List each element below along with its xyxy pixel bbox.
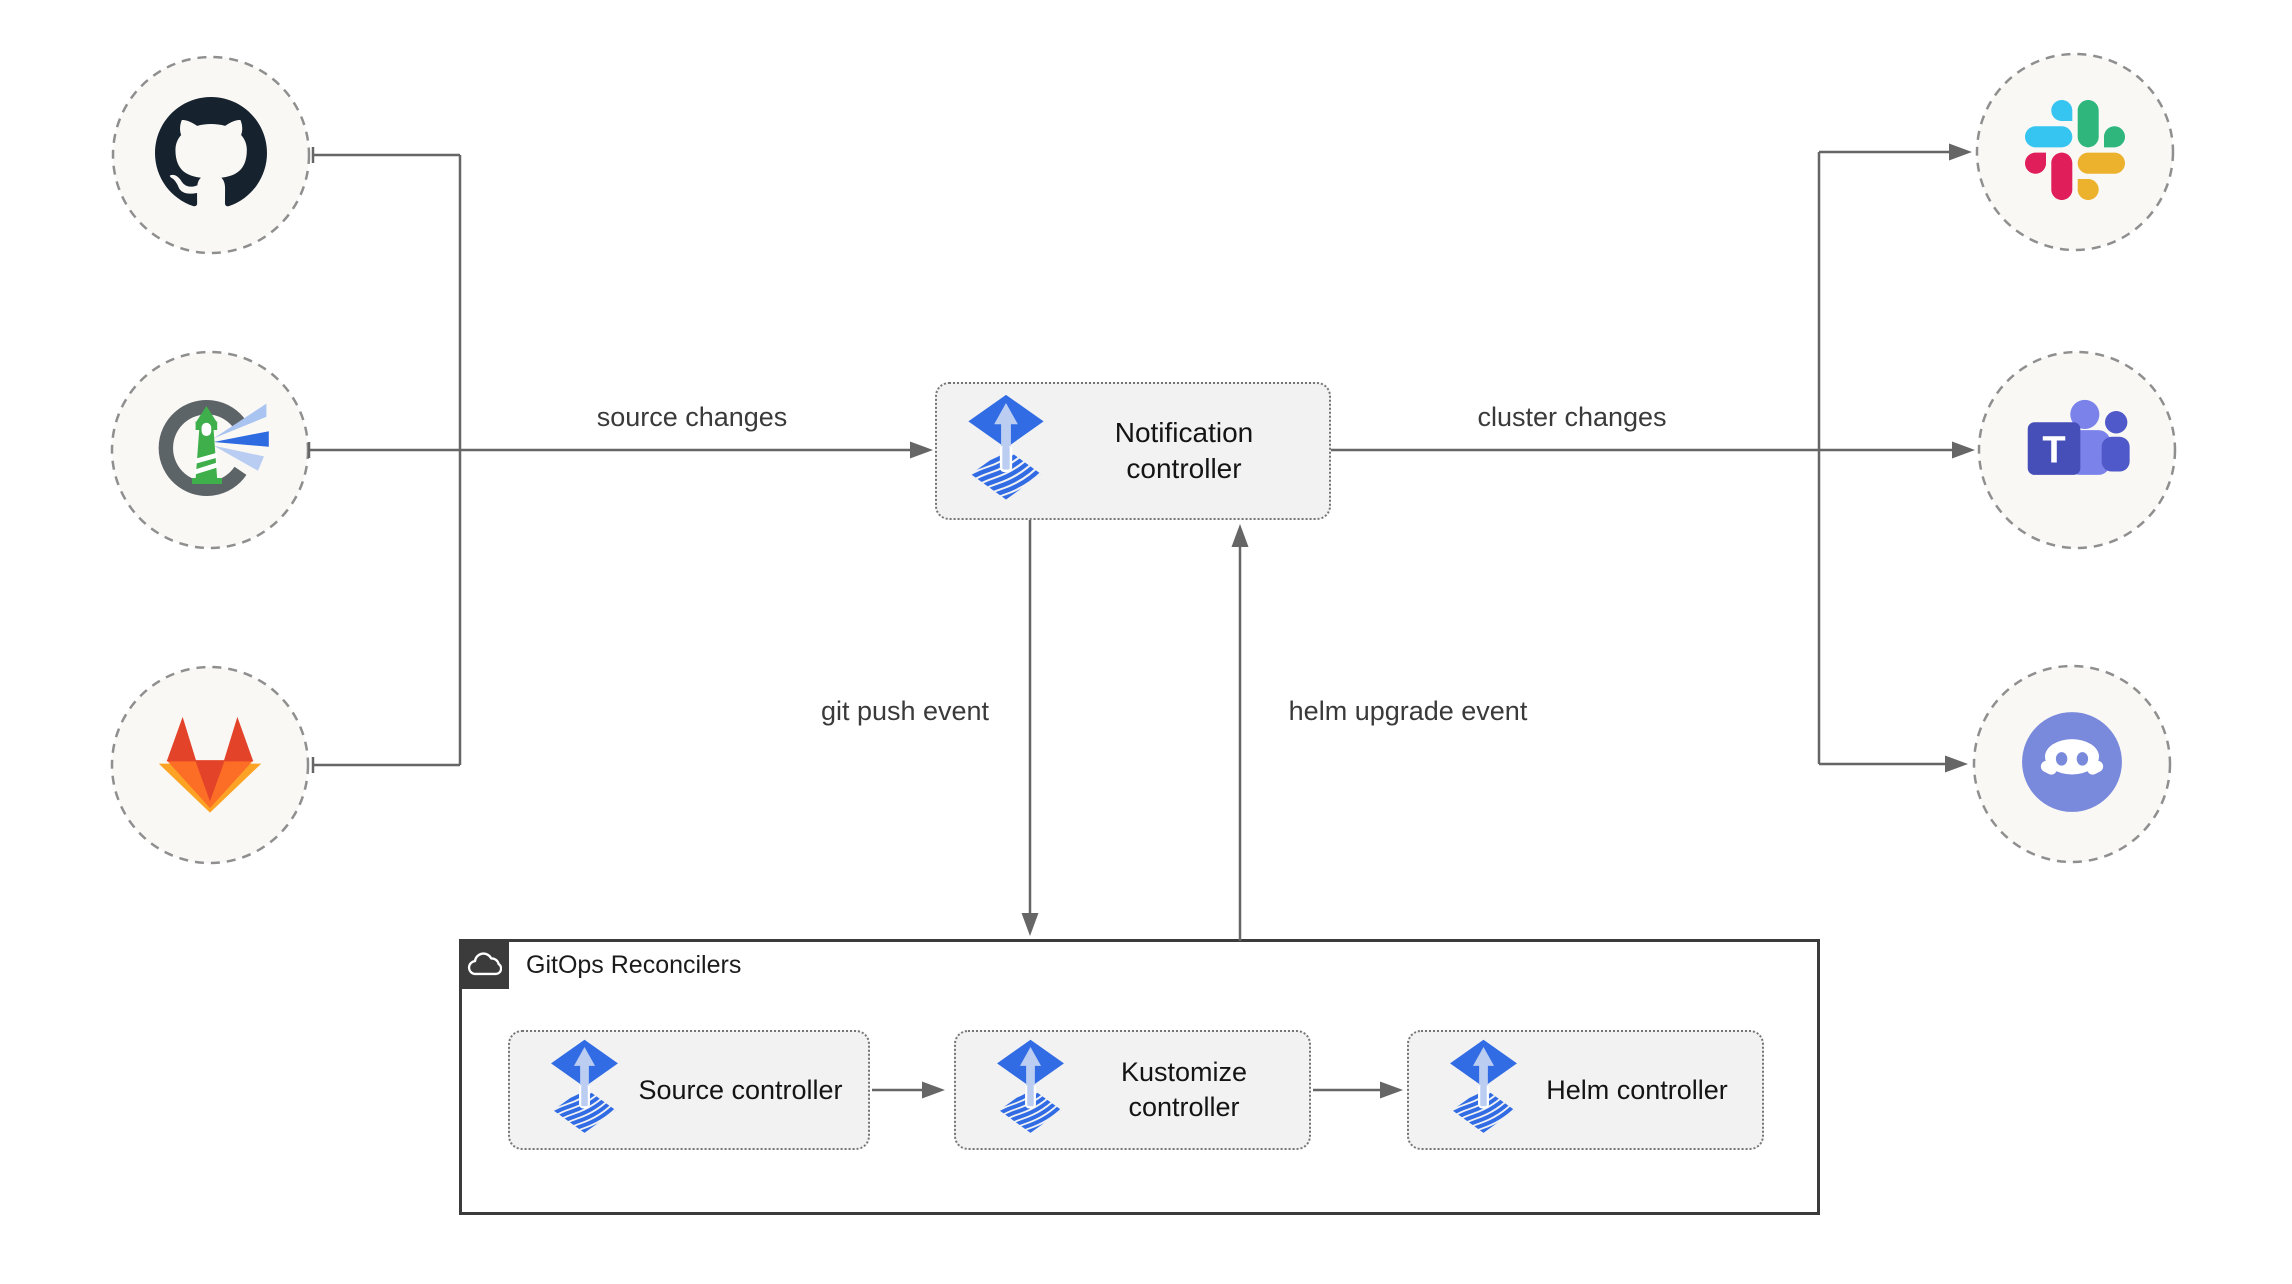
helm-controller-node: Helm controller (1407, 1030, 1764, 1150)
source-node-github (113, 57, 309, 253)
kustomize-controller-node: Kustomize controller (954, 1030, 1311, 1150)
harbor-icon (150, 388, 270, 513)
notification-controller-node: Notification controller (935, 382, 1331, 520)
edge-label-cluster-changes: cluster changes (1473, 402, 1671, 433)
source-node-gitlab (112, 667, 308, 863)
notification-controller-label: Notification controller (1114, 417, 1254, 484)
cloud-icon (459, 939, 509, 989)
slack-icon (2025, 99, 2125, 205)
edge-label-source-changes: source changes (592, 402, 792, 433)
flux-icon (965, 394, 1047, 509)
notify-node-discord (1974, 666, 2170, 862)
teams-icon: T (2021, 392, 2133, 509)
flux-icon (548, 1039, 621, 1142)
flux-icon (994, 1039, 1067, 1142)
source-controller-label: Source controller (638, 1074, 843, 1105)
edge-label-git-push-event: git push event (816, 696, 994, 727)
teams-letter: T (2042, 429, 2065, 471)
gitops-reconcilers-title: GitOps Reconcilers (526, 951, 742, 979)
source-controller-node: Source controller (508, 1030, 870, 1150)
helm-controller-label: Helm controller (1546, 1074, 1728, 1105)
source-node-harbor (112, 352, 308, 548)
kustomize-controller-label: Kustomize controller (1120, 1057, 1248, 1122)
discord-icon (2020, 710, 2124, 819)
github-icon (155, 96, 267, 214)
gitlab-icon (153, 711, 267, 819)
edge-label-helm-upgrade-event: helm upgrade event (1284, 696, 1532, 727)
flux-icon (1447, 1039, 1520, 1142)
notify-node-teams: T (1979, 352, 2175, 548)
notify-node-slack (1977, 54, 2173, 250)
